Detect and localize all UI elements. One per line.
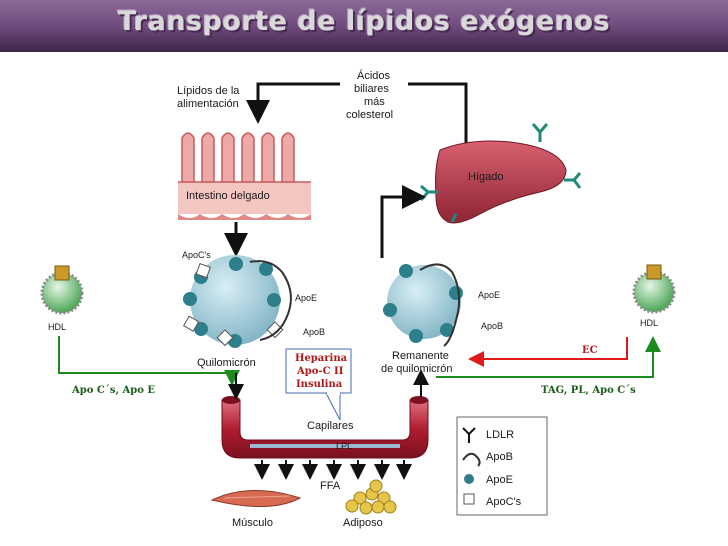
bile-return-arrow-stem xyxy=(408,82,468,148)
diet-lipids-label: Lípidos de la xyxy=(177,85,240,97)
legend-apob: ApoB xyxy=(486,451,513,463)
apoe-label-left: ApoE xyxy=(295,293,317,303)
apoe-dot-icon xyxy=(464,474,474,484)
diet-arrow xyxy=(246,82,340,124)
tag-transfer-label: TAG, PL, Apo C´s xyxy=(541,385,636,396)
diet-lipids-label-2: alimentación xyxy=(177,98,239,110)
muscle-icon xyxy=(210,490,302,507)
remnant-to-liver-arrow xyxy=(380,185,426,258)
liver-icon xyxy=(435,140,567,224)
liver-label: Hígado xyxy=(468,171,503,183)
ec-transfer-arrow xyxy=(468,337,628,367)
apoc-label: ApoC's xyxy=(182,250,211,260)
hdl-to-chylo-arrow xyxy=(58,336,240,386)
lpl-label: LPL xyxy=(336,441,352,451)
legend-ldlr: LDLR xyxy=(486,429,514,441)
bile-acids-label-3: más xyxy=(364,96,385,108)
chylo-to-hdl-arrow xyxy=(436,336,661,378)
remnant-chylomicron-icon xyxy=(383,263,463,347)
hdl-right-icon xyxy=(632,264,676,314)
ffa-label: FFA xyxy=(320,480,341,492)
chylomicron-icon xyxy=(182,255,292,348)
ec-label: EC xyxy=(582,345,598,356)
intestine-label: Intestino delgado xyxy=(186,190,270,202)
apoe-label-right: ApoE xyxy=(478,290,500,300)
legend-apoc: ApoC's xyxy=(486,496,522,508)
heparin-callout xyxy=(285,348,352,421)
hdl-right-label: HDL xyxy=(640,318,658,328)
remnant-label: Remanente xyxy=(392,350,449,362)
apoc-square-icon xyxy=(463,493,475,505)
remnant-label-2: de quilomicrón xyxy=(381,363,453,375)
ldlr-receptor-icon xyxy=(462,427,476,443)
title-banner-bg xyxy=(0,0,728,52)
bile-acids-label: Ácidos xyxy=(357,69,391,82)
legend-apoe: ApoE xyxy=(486,474,513,486)
capillary-vessel xyxy=(221,396,429,459)
apob-label-right: ApoB xyxy=(481,321,503,331)
chylomicron-label: Quilomicrón xyxy=(197,357,256,369)
ffa-release-arrows xyxy=(254,460,412,480)
title-banner xyxy=(0,0,728,52)
muscle-label: Músculo xyxy=(232,517,273,529)
legend-box xyxy=(456,416,548,516)
apo-transfer-label: Apo C´s, Apo E xyxy=(71,385,155,396)
adipose-icon xyxy=(345,479,397,515)
small-intestine-icon xyxy=(178,132,311,220)
hdl-left-icon xyxy=(40,265,84,315)
hdl-left-label: HDL xyxy=(48,322,66,332)
bile-acids-label-4: colesterol xyxy=(346,109,393,121)
insulin-label: Insulina xyxy=(296,379,343,390)
bile-acids-label-2: biliares xyxy=(354,83,389,95)
apob-label-left: ApoB xyxy=(303,327,325,337)
page-title: Transporte de lípidos exógenos xyxy=(117,6,611,37)
heparin-label: Heparina xyxy=(295,353,348,364)
apocii-label: Apo-C II xyxy=(296,366,344,377)
adipose-label: Adiposo xyxy=(343,517,383,529)
apob-strand-icon xyxy=(462,452,481,467)
capillaries-label: Capilares xyxy=(307,420,354,432)
